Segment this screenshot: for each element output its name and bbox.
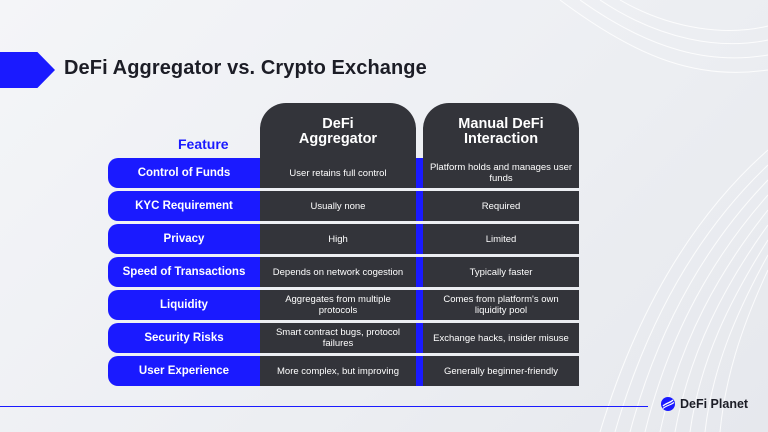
feature-label: KYC Requirement [108,191,260,221]
defi-planet-logo-icon [661,397,675,411]
table-row: Liquidity Aggregates from multiple proto… [108,290,579,323]
defi-aggregator-cell: Usually none [260,191,416,221]
manual-defi-column-header: Manual DeFi Interaction [423,103,579,159]
defi-aggregator-cell: More complex, but improving [260,356,416,386]
manual-defi-cell: Platform holds and manages user funds [423,158,579,188]
table-row: KYC Requirement Usually none Required [108,191,579,224]
feature-label: User Experience [108,356,260,386]
defi-aggregator-cell: Aggregates from multiple protocols [260,290,416,320]
column-divider [416,323,423,353]
column-divider [416,356,423,386]
feature-label: Privacy [108,224,260,254]
manual-defi-cell: Comes from platform's own liquidity pool [423,290,579,320]
column-divider [416,224,423,254]
manual-defi-cell: Limited [423,224,579,254]
column-divider [416,158,423,188]
feature-label: Security Risks [108,323,260,353]
defi-aggregator-cell: High [260,224,416,254]
table-row: User Experience More complex, but improv… [108,356,579,389]
brand-logo: DeFi Planet [660,396,748,412]
footer-divider-line [0,406,648,407]
column-divider [416,257,423,287]
column-divider [416,290,423,320]
manual-defi-cell: Required [423,191,579,221]
manual-defi-cell: Typically faster [423,257,579,287]
column-divider [416,191,423,221]
table-row: Security Risks Smart contract bugs, prot… [108,323,579,356]
feature-label: Speed of Transactions [108,257,260,287]
comparison-table: Control of Funds User retains full contr… [108,158,579,389]
defi-aggregator-cell: User retains full control [260,158,416,188]
defi-aggregator-cell: Smart contract bugs, protocol failures [260,323,416,353]
table-row: Speed of Transactions Depends on network… [108,257,579,290]
manual-defi-cell: Exchange hacks, insider misuse [423,323,579,353]
table-row: Privacy High Limited [108,224,579,257]
page-title: DeFi Aggregator vs. Crypto Exchange [64,57,427,79]
table-row: Control of Funds User retains full contr… [108,158,579,191]
defi-aggregator-column-header: DeFi Aggregator [260,103,416,159]
defi-aggregator-cell: Depends on network cogestion [260,257,416,287]
feature-label: Control of Funds [108,158,260,188]
feature-column-header: Feature [178,136,229,152]
feature-label: Liquidity [108,290,260,320]
manual-defi-cell: Generally beginner-friendly [423,356,579,386]
brand-name: DeFi Planet [680,397,749,411]
